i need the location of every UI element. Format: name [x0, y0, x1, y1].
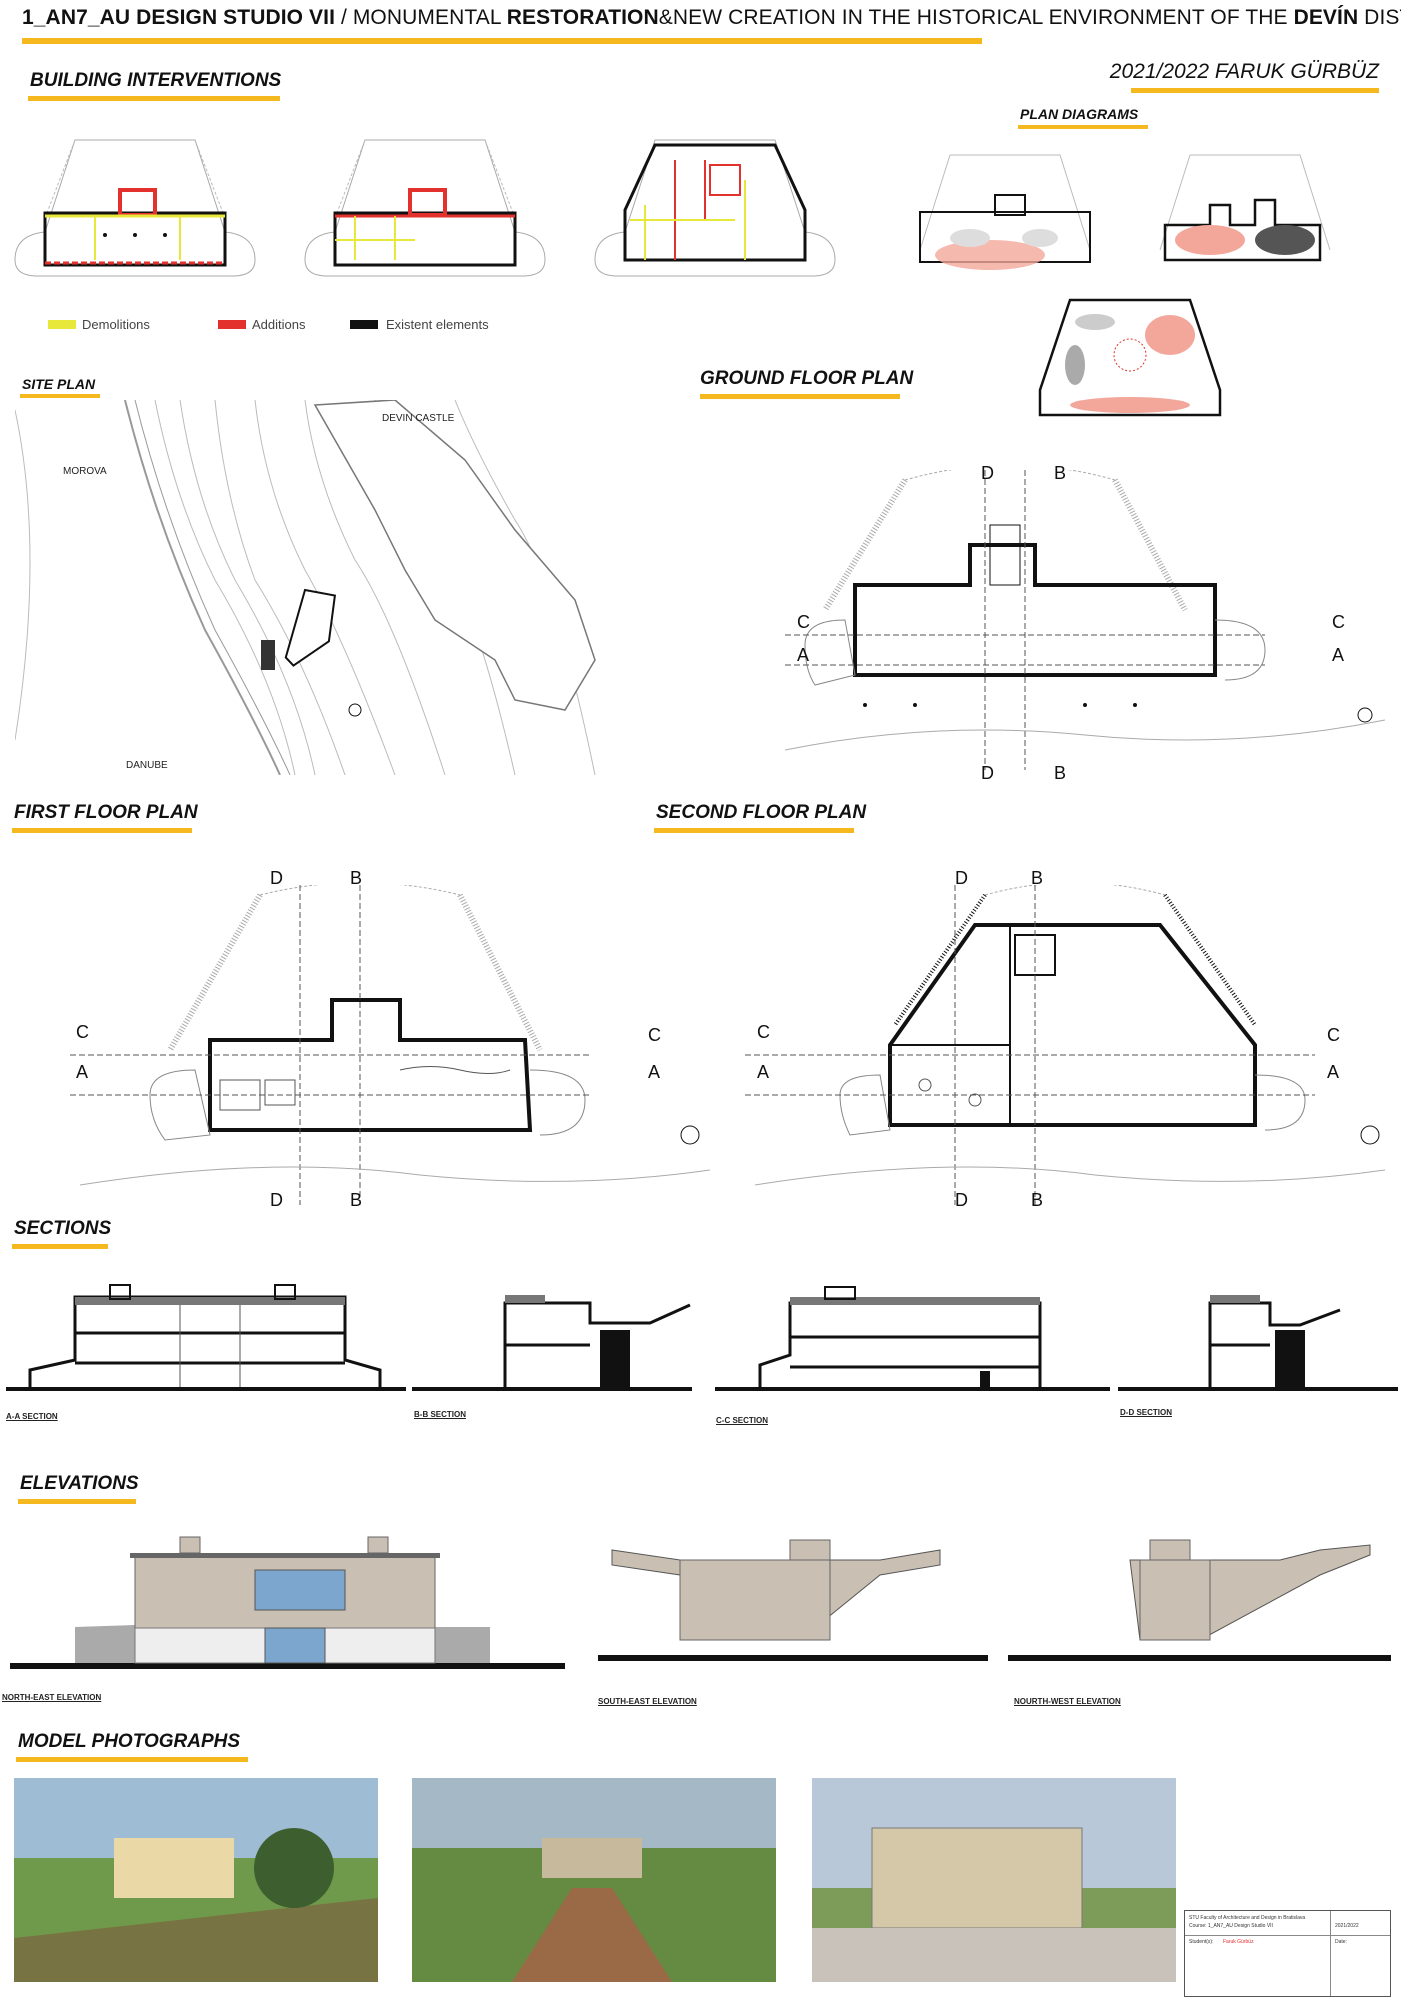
plan-marker-c: C [76, 1022, 89, 1042]
section-title-plan-diagrams: PLAN DIAGRAMS [1020, 106, 1139, 122]
plan-marker-a: A [757, 1062, 770, 1082]
section-underline [12, 1244, 108, 1249]
plan-marker-d: D [955, 1190, 968, 1210]
second-floor-plan-drawing [745, 885, 1385, 1205]
plan-marker-b: B [1031, 1190, 1044, 1210]
plan-marker-c: C [757, 1022, 770, 1042]
title-block-student: Faruk Gürbüz [1223, 1939, 1254, 1945]
plan-marker-d: D [981, 463, 994, 483]
ground-floor-plan-drawing [785, 470, 1385, 770]
header-underline [22, 38, 982, 44]
plan-diagram-1 [919, 154, 1091, 270]
section-title-ground-floor: GROUND FLOOR PLAN [700, 368, 914, 389]
plan-marker-a: A [1327, 1062, 1340, 1082]
plan-diagram-3 [1038, 298, 1222, 417]
legend-existent: Existent elements [386, 317, 489, 332]
plan-marker-a: A [797, 645, 810, 665]
section-title-building-interventions: BUILDING INTERVENTIONS [30, 70, 282, 91]
elevation-se [598, 1539, 988, 1661]
site-plan-map [15, 400, 596, 775]
section-title-model-photographs: MODEL PHOTOGRAPHS [18, 1731, 241, 1752]
plan-marker-c: C [1327, 1025, 1340, 1045]
plan-diagrams [919, 154, 1331, 417]
section-underline [654, 828, 854, 833]
elevation-label-se: SOUTH-EAST ELEVATION [598, 1697, 697, 1706]
plan-marker-b: B [1031, 868, 1044, 888]
title-block: STU Faculty of Architecture and Design i… [1184, 1910, 1391, 1997]
plan-marker-d: D [955, 868, 968, 888]
section-title-second-floor: SECOND FLOOR PLAN [656, 802, 867, 823]
intervention-plan-ground [14, 139, 256, 277]
model-photo-1 [14, 1778, 378, 1982]
plan-marker-a: A [648, 1062, 661, 1082]
elevation-nw [1008, 1539, 1391, 1661]
legend-swatch-demolitions [48, 320, 76, 329]
intervention-plans [14, 139, 836, 277]
first-floor-plan-drawing [70, 885, 711, 1205]
year-author: 2021/2022 FARUK GÜRBÜZ [1109, 60, 1379, 83]
plan-marker-a: A [1332, 645, 1345, 665]
section-underline [12, 828, 192, 833]
section-aa [6, 1284, 406, 1391]
title-block-year: 2021/2022 [1335, 1923, 1359, 1929]
section-underline [1018, 125, 1148, 129]
sections-drawings [6, 1284, 1398, 1391]
section-label-bb: B-B SECTION [414, 1410, 466, 1419]
plan-marker-b: B [350, 868, 363, 888]
plan-marker-d: D [270, 868, 283, 888]
elevation-ne [10, 1536, 565, 1669]
plan-marker-c: C [1332, 612, 1345, 632]
plan-marker-b: B [350, 1190, 363, 1210]
model-photo-2 [412, 1778, 776, 1982]
section-title-elevations: ELEVATIONS [20, 1473, 139, 1494]
legend-demolitions: Demolitions [82, 317, 150, 332]
elevations-drawings [10, 1536, 1391, 1669]
section-title-first-floor: FIRST FLOOR PLAN [14, 802, 198, 823]
intervention-plan-first [304, 139, 546, 277]
plan-marker-d: D [981, 763, 994, 783]
section-underline [16, 1757, 248, 1762]
section-cc [715, 1286, 1110, 1391]
section-underline [28, 96, 280, 101]
section-underline [700, 394, 900, 399]
legend-swatch-additions [218, 320, 246, 329]
section-title-sections: SECTIONS [14, 1218, 112, 1239]
title-block-school: STU Faculty of Architecture and Design i… [1189, 1915, 1306, 1921]
site-label-danube: DANUBE [126, 760, 168, 771]
plan-marker-b: B [1054, 763, 1067, 783]
section-label-cc: C-C SECTION [716, 1416, 768, 1425]
legend-additions: Additions [252, 317, 306, 332]
section-label-dd: D-D SECTION [1120, 1408, 1172, 1417]
plan-diagram-2 [1159, 154, 1331, 262]
intervention-plan-second [594, 139, 836, 277]
year-underline [1131, 88, 1379, 93]
plan-marker-d: D [270, 1190, 283, 1210]
section-bb [412, 1295, 692, 1391]
section-underline [18, 1499, 136, 1504]
elevation-label-nw: NOURTH-WEST ELEVATION [1014, 1697, 1121, 1706]
title-block-date-label: Date: [1335, 1939, 1347, 1945]
title-block-students-label: Student(s): [1189, 1939, 1214, 1945]
plan-marker-a: A [76, 1062, 89, 1082]
model-photo-3 [812, 1778, 1176, 1982]
section-underline [20, 394, 100, 398]
plan-marker-c: C [797, 612, 810, 632]
plan-marker-c: C [648, 1025, 661, 1045]
title-block-course: Course: 1_AN7_AU Design Studio VII [1189, 1923, 1273, 1929]
site-label-castle: DEVIN CASTLE [382, 413, 455, 424]
elevation-label-ne: NORTH-EAST ELEVATION [2, 1693, 102, 1702]
section-title-site-plan: SITE PLAN [22, 376, 96, 392]
legend-swatch-existent [350, 320, 378, 329]
page-title: 1_AN7_AU DESIGN STUDIO VII / MONUMENTAL … [22, 6, 1401, 29]
section-label-aa: A-A SECTION [6, 1412, 58, 1421]
site-label-morova: MOROVA [63, 466, 107, 477]
course-code: 1_AN7_AU DESIGN STUDIO VII [22, 6, 336, 29]
section-dd [1118, 1295, 1398, 1391]
plan-marker-b: B [1054, 463, 1067, 483]
